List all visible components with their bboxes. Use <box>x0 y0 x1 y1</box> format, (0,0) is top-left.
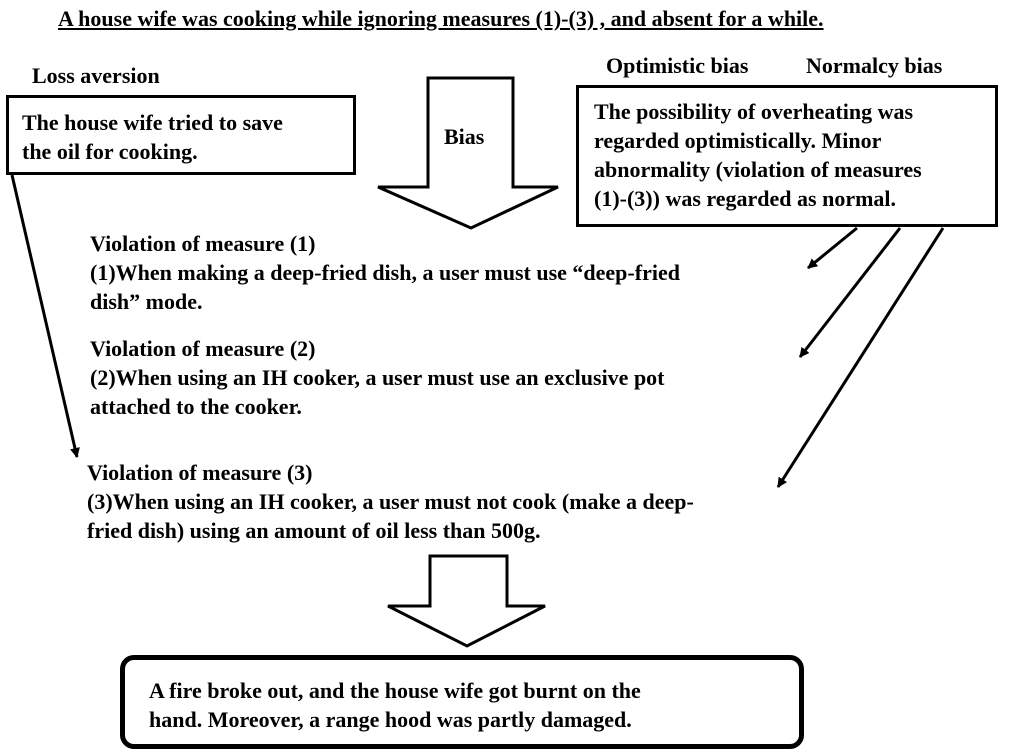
text-line: abnormality (violation of measures <box>594 157 922 182</box>
text-line: hand. Moreover, a range hood was partly … <box>149 707 632 732</box>
text-line: A fire broke out, and the house wife got… <box>149 678 641 703</box>
violation-measure-2: Violation of measure (2) (2)When using a… <box>90 334 665 421</box>
text-line: attached to the cooker. <box>90 394 302 419</box>
violation-heading: Violation of measure (2) <box>90 336 316 361</box>
text-line: the oil for cooking. <box>22 139 198 164</box>
bias-block-arrow <box>377 76 559 230</box>
loss-aversion-label: Loss aversion <box>32 63 160 88</box>
text-line: (3)When using an IH cooker, a user must … <box>87 489 694 514</box>
text-line: dish” mode. <box>90 289 203 314</box>
result-block-arrow <box>387 554 546 648</box>
normalcy-bias-label: Normalcy bias <box>806 53 943 78</box>
text-line: (1)-(3)) was regarded as normal. <box>594 186 897 211</box>
violation-measure-1: Violation of measure (1) (1)When making … <box>90 229 680 316</box>
loss-aversion-arrow <box>10 174 80 458</box>
loss-aversion-box: The house wife tried to save the oil for… <box>6 95 356 175</box>
text-line: (1)When making a deep-fried dish, a user… <box>90 260 680 285</box>
text-line: The house wife tried to save <box>22 110 283 135</box>
violation-heading: Violation of measure (3) <box>87 460 313 485</box>
bias-to-measure3-arrow <box>776 227 945 488</box>
result-box: A fire broke out, and the house wife got… <box>120 655 804 749</box>
text-line: fried dish) using an amount of oil less … <box>87 518 541 543</box>
optimistic-bias-label: Optimistic bias <box>606 53 749 78</box>
violation-measure-3: Violation of measure (3) (3)When using a… <box>87 458 694 545</box>
text-line: regarded optimistically. Minor <box>594 128 882 153</box>
bias-to-measure2-arrow <box>798 227 902 358</box>
result-text: A fire broke out, and the house wife got… <box>149 676 641 734</box>
bias-description-text: The possibility of overheating was regar… <box>594 97 922 213</box>
violation-heading: Violation of measure (1) <box>90 231 316 256</box>
bias-description-box: The possibility of overheating was regar… <box>576 85 998 227</box>
bias-label: Bias <box>444 124 485 149</box>
bias-to-measure1-arrow <box>807 226 858 270</box>
text-line: (2)When using an IH cooker, a user must … <box>90 365 665 390</box>
loss-aversion-text: The house wife tried to save the oil for… <box>22 108 283 166</box>
text-line: The possibility of overheating was <box>594 99 914 124</box>
diagram-title: A house wife was cooking while ignoring … <box>58 6 824 31</box>
